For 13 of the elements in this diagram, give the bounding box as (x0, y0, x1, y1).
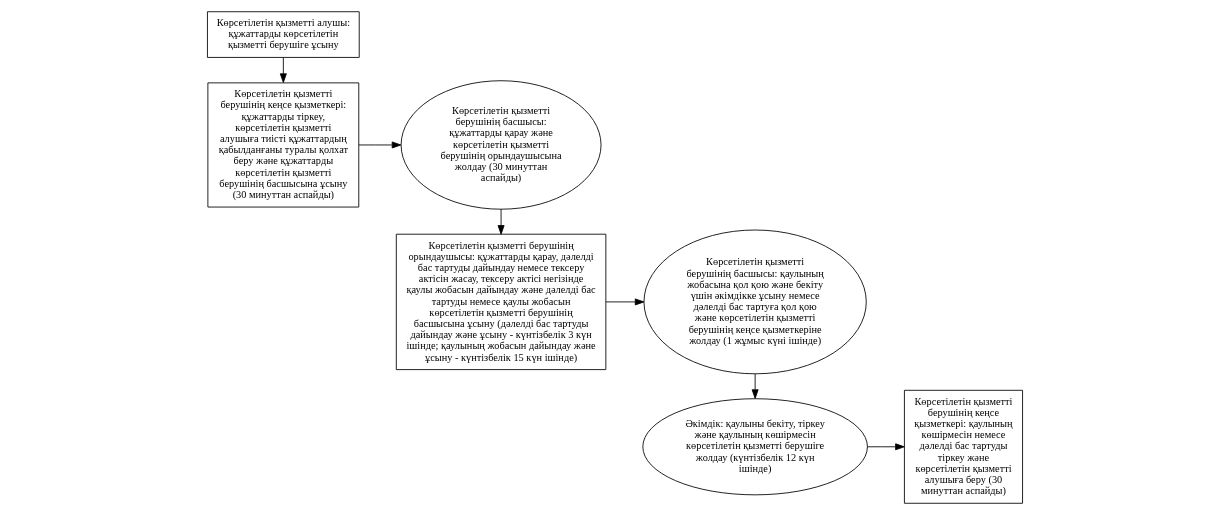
node-box: Көрсетілетін қызметті берушінің кеңсе қызметкері: құжаттарды тіркеу, көрсетілетін қызметті алушыға тиісті құжаттардың қабылданғаны туралы қолхат беру және құжаттарды көрсетілетін қызметті берушінің басшысына ұсыну (30 минуттан аспайды) (206, 82, 359, 208)
node-ellipse: Әкімдік: қаулыны бекіту, тіркеу және қаулының көшірмесін көрсетілетін қызметті берушіге жолдау (күнтізбелік 12 күн ішінде) (641, 398, 868, 496)
node-box: Көрсетілетін қызметті берушінің орындаушысы: құжаттарды қарау, дәлелді бас тартуды дайындау немесе тексеру актісін жасау, тексеру актісі негізінде қаулы жобасын дайындау және дәлелді бас тартуды немесе қаулы жобасын көрсетілетін қызметті берушінің басшысына ұсыну (дәлелді бас тартуды дайындау және ұсыну - күнтізбелік 3 күн ішінде; қаулының жобасын дайындау және ұсыну - күнтізбелік 15 күн ішінде) (395, 233, 606, 371)
node-ellipse: Көрсетілетін қызметті берушінің басшысы: құжаттарды қарау және көрсетілетін қызметті берушінің орындаушысына жолдау (30 минуттан аспайды) (400, 80, 601, 210)
arrow (866, 443, 905, 451)
node-box: Көрсетілетін қызметті берушінің кеңсе қызметкері: қаулының көшірмесін немесе дәлелді бас тартуды тіркеу және көрсетілетін қызметті алушыға беру (30 минуттан аспайды) (903, 389, 1023, 504)
arrow (279, 57, 287, 83)
arrow (497, 208, 504, 235)
node-ellipse: Көрсетілетін қызметті берушінің басшысы: қаулының жобасына қол қою және бекіту үшін әкімдікке ұсыну немесе дәлелді бас тартуға қол қою және көрсетілетін қызметті берушінің кеңсе қызметкеріне жолдау (1 жұмыс күні ішінде) (643, 229, 867, 375)
arrow (751, 373, 759, 399)
node-box: Көрсетілетін қызметті алушы: құжаттарды көрсетілетін қызметті берушіге ұсыну (206, 11, 360, 58)
arrow (357, 141, 401, 149)
arrow (605, 298, 644, 306)
